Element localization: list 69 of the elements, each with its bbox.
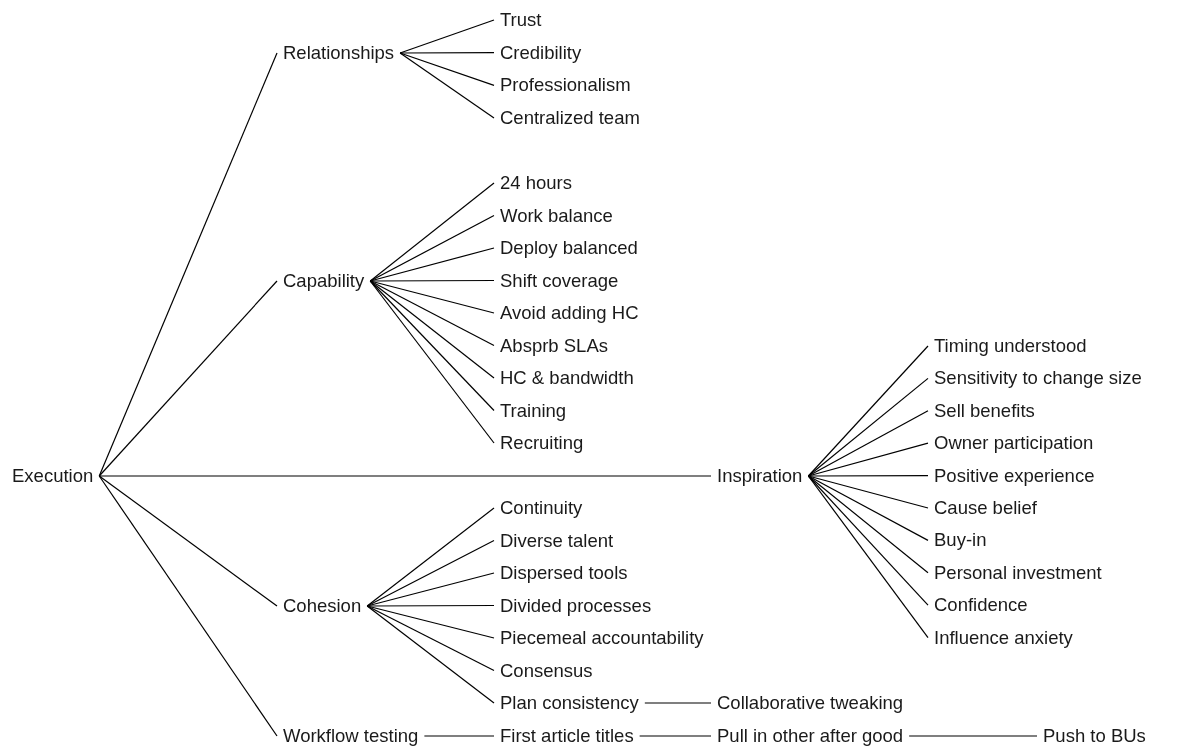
- node-label: Centralized team: [500, 107, 640, 130]
- node-label: Divided processes: [500, 594, 652, 617]
- node-label: Continuity: [500, 497, 583, 519]
- connector-line: [908, 735, 1038, 737]
- connector-line: [399, 52, 495, 86]
- node-label: Relationships: [283, 42, 395, 64]
- node-label: Cause belief: [934, 497, 1037, 519]
- connector-line: [399, 52, 495, 119]
- node-label: Cohesion: [283, 595, 362, 617]
- node-label: First article titles: [500, 725, 634, 747]
- node-label: Influence anxiety: [934, 626, 1073, 649]
- node-label: Trust: [500, 9, 542, 31]
- node-label: Collaborative tweaking: [717, 692, 904, 714]
- connector-line: [644, 702, 712, 704]
- connector-line: [369, 182, 495, 282]
- node-label: Confidence: [934, 594, 1028, 617]
- node-label: Shift coverage: [500, 269, 619, 292]
- node-label: Execution: [12, 465, 94, 487]
- node-label: Positive experience: [934, 464, 1095, 487]
- node-label: Recruiting: [500, 432, 584, 454]
- node-label: HC & bandwidth: [500, 367, 634, 389]
- connector-line: [807, 475, 929, 606]
- node-label: Avoid adding HC: [500, 302, 639, 324]
- node-label: Deploy balanced: [500, 237, 638, 259]
- node-label: Capability: [283, 270, 365, 292]
- node-label: Buy-in: [934, 529, 987, 552]
- node-label: Work balance: [500, 204, 613, 227]
- node-label: Sensitivity to change size: [934, 367, 1142, 390]
- connector-line: [98, 52, 278, 477]
- connector-line: [98, 475, 278, 737]
- node-label: Professionalism: [500, 74, 631, 97]
- connector-line: [369, 280, 495, 314]
- node-label: Sell benefits: [934, 399, 1035, 422]
- connector-line: [639, 735, 712, 737]
- connector-line: [399, 52, 495, 54]
- node-label: Dispersed tools: [500, 562, 628, 584]
- connector-line: [807, 377, 929, 477]
- node-label: Training: [500, 399, 567, 422]
- node-label: Consensus: [500, 659, 593, 682]
- node-label: Inspiration: [717, 465, 803, 487]
- connector-line: [807, 475, 929, 541]
- node-label: Pull in other after good: [717, 725, 904, 747]
- connector-line: [366, 507, 495, 607]
- node-label: 24 hours: [500, 172, 572, 194]
- connector-line: [807, 475, 929, 509]
- connector-line: [369, 280, 495, 347]
- node-label: Personal investment: [934, 561, 1102, 584]
- node-label: Owner participation: [934, 432, 1094, 455]
- connector-line: [369, 214, 495, 282]
- node-label: Piecemeal accountability: [500, 627, 704, 649]
- connector-line: [369, 280, 495, 412]
- connector-line: [807, 410, 929, 477]
- node-label: Workflow testing: [283, 725, 419, 747]
- connector-line: [369, 280, 495, 444]
- connector-line: [98, 475, 278, 607]
- node-label: Diverse talent: [500, 529, 614, 552]
- connector-line: [98, 280, 278, 477]
- connector-line: [399, 19, 495, 54]
- node-label: Timing understood: [934, 335, 1087, 357]
- connector-line: [423, 735, 495, 737]
- connector-line: [366, 605, 495, 704]
- node-label: Push to BUs: [1043, 725, 1146, 747]
- connector-line: [98, 475, 712, 477]
- connector-line: [366, 539, 495, 607]
- node-label: Plan consistency: [500, 692, 639, 714]
- connector-line: [807, 475, 929, 639]
- node-label: Credibility: [500, 41, 582, 64]
- node-label: Absprb SLAs: [500, 334, 608, 357]
- connector-line: [366, 605, 495, 672]
